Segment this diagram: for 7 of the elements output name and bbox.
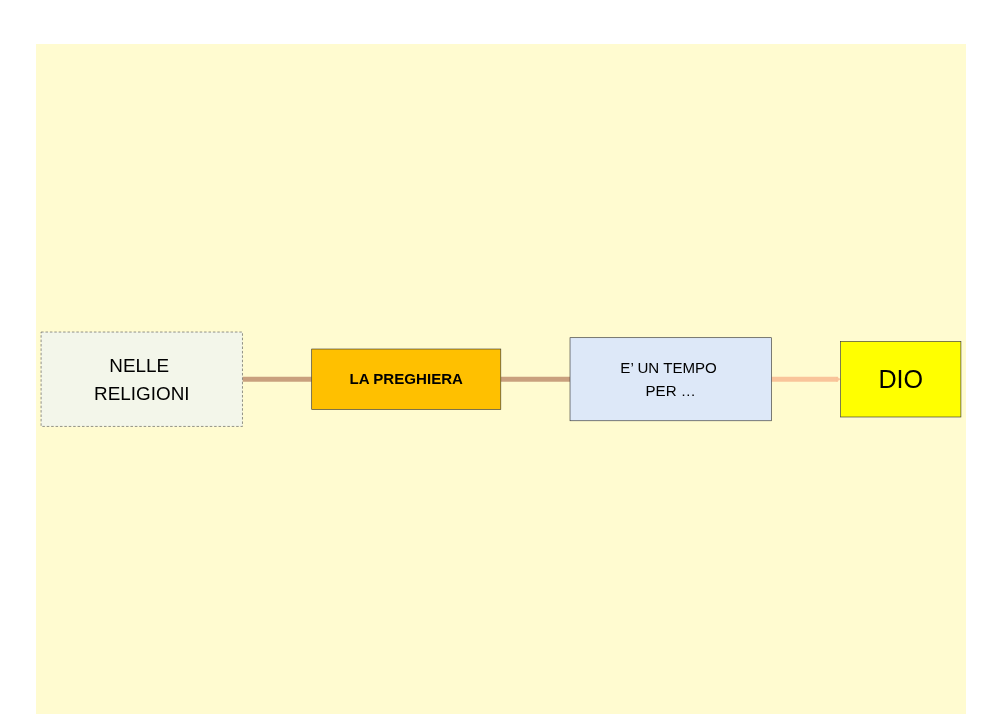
connector bbox=[500, 376, 570, 382]
connector bbox=[242, 376, 312, 382]
node-box: E’ UN TEMPO PER … bbox=[569, 337, 772, 421]
node-box: NELLE RELIGIONI bbox=[40, 331, 243, 427]
node-box: DIO bbox=[840, 340, 962, 418]
arrow bbox=[771, 376, 841, 382]
node-box: LA PREGHIERA bbox=[311, 348, 502, 410]
